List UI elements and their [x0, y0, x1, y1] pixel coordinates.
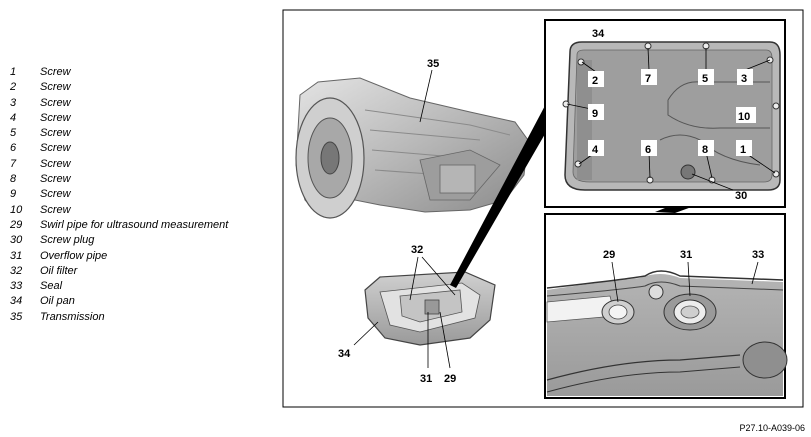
legend-label: Screw [40, 81, 71, 94]
callout-screw-8: 8 [702, 144, 708, 156]
legend-number: 3 [10, 96, 17, 109]
legend-number: 1 [10, 66, 17, 78]
legend-number: 8 [10, 173, 17, 186]
legend-row: 2 Screw [10, 81, 228, 96]
legend-number: 31 [10, 249, 23, 262]
legend-label: Transmission [40, 310, 105, 323]
legend-row: 29 Swirl pipe for ultrasound measurement [10, 219, 228, 234]
legend-number: 29 [10, 218, 23, 231]
legend-label: Screw [40, 142, 71, 155]
figure-reference: P27.10-A039-06 [739, 423, 805, 433]
legend-row: 5 Screw [10, 127, 228, 142]
legend-row: 9 Screw [10, 188, 228, 203]
legend-label: Seal [40, 280, 63, 293]
callout-screw-4: 4 [592, 144, 599, 156]
callout-screw-5: 5 [702, 73, 708, 85]
legend-number: 32 [10, 264, 23, 277]
legend-label: Screw [40, 111, 71, 124]
legend-row: 35 Transmission [10, 311, 228, 326]
callout-swirl-pipe: 29 [444, 373, 456, 385]
legend-label: Swirl pipe for ultrasound measurement [40, 218, 229, 231]
legend-row: 30 Screw plug [10, 234, 228, 249]
closeup-leader-lines [611, 261, 759, 303]
legend-label: Screw plug [40, 234, 95, 247]
callout-closeup-overflow-pipe: 31 [680, 249, 692, 261]
callout-screw-9: 9 [592, 108, 598, 120]
legend-number: 4 [10, 111, 17, 124]
screw-heads [562, 42, 780, 184]
legend-label: Screw [40, 157, 71, 170]
callout-screw-plug: 30 [735, 190, 747, 202]
callout-closeup-seal: 33 [752, 249, 764, 261]
legend-row: 33 Seal [10, 280, 228, 295]
callout-detail-oil-pan: 34 [592, 28, 605, 40]
legend-number: 33 [10, 280, 23, 293]
detail-closeup-drawing [546, 270, 788, 396]
legend-label: Oil pan [40, 295, 75, 308]
transmission-drawing [295, 77, 529, 219]
callout-boxes [588, 69, 756, 156]
legend-row: 31 Overflow pipe [10, 250, 228, 265]
legend-label: Screw [40, 188, 71, 201]
legend-row: 4 Screw [10, 112, 228, 127]
legend-number: 7 [10, 157, 17, 170]
callout-oil-filter: 32 [411, 244, 423, 256]
callout-overflow-pipe: 31 [420, 373, 432, 385]
detail-pan-drawing [564, 41, 781, 191]
legend-number: 10 [10, 203, 23, 216]
callout-screw-6: 6 [645, 144, 651, 156]
callout-screw-3: 3 [741, 73, 747, 85]
legend-number: 30 [10, 234, 23, 247]
legend-number: 6 [10, 142, 17, 155]
legend-number: 35 [10, 310, 23, 323]
legend-number: 2 [10, 81, 17, 94]
legend-number: 9 [10, 188, 17, 201]
legend-label: Oil filter [40, 264, 78, 277]
oil-pan-drawing [364, 271, 496, 346]
callout-screw-1: 1 [740, 144, 746, 156]
callout-screw-2: 2 [592, 75, 598, 87]
legend-row: 6 Screw [10, 142, 228, 157]
callout-transmission: 35 [427, 58, 439, 70]
detail-connector [450, 100, 560, 288]
legend-label: Overflow pipe [40, 249, 108, 262]
legend-label: Screw [40, 66, 71, 78]
callout-screw-10: 10 [738, 111, 750, 123]
legend-number: 5 [10, 127, 17, 140]
main-leader-lines [353, 69, 456, 369]
legend-row: 1 Screw [10, 66, 228, 81]
legend-row: 34 Oil pan [10, 295, 228, 310]
legend-label: Screw [40, 127, 71, 140]
legend-row: 3 Screw [10, 97, 228, 112]
callout-screw-7: 7 [645, 73, 651, 85]
legend-row: 32 Oil filter [10, 265, 228, 280]
legend-label: Screw [40, 203, 71, 216]
callout-oil-pan: 34 [338, 348, 351, 360]
callout-closeup-swirl-pipe: 29 [603, 249, 615, 261]
legend-row: 7 Screw [10, 158, 228, 173]
legend-row: 10 Screw [10, 204, 228, 219]
legend-number: 34 [10, 295, 23, 308]
legend-label: Screw [40, 173, 71, 186]
legend-label: Screw [40, 96, 71, 109]
legend-row: 8 Screw [10, 173, 228, 188]
